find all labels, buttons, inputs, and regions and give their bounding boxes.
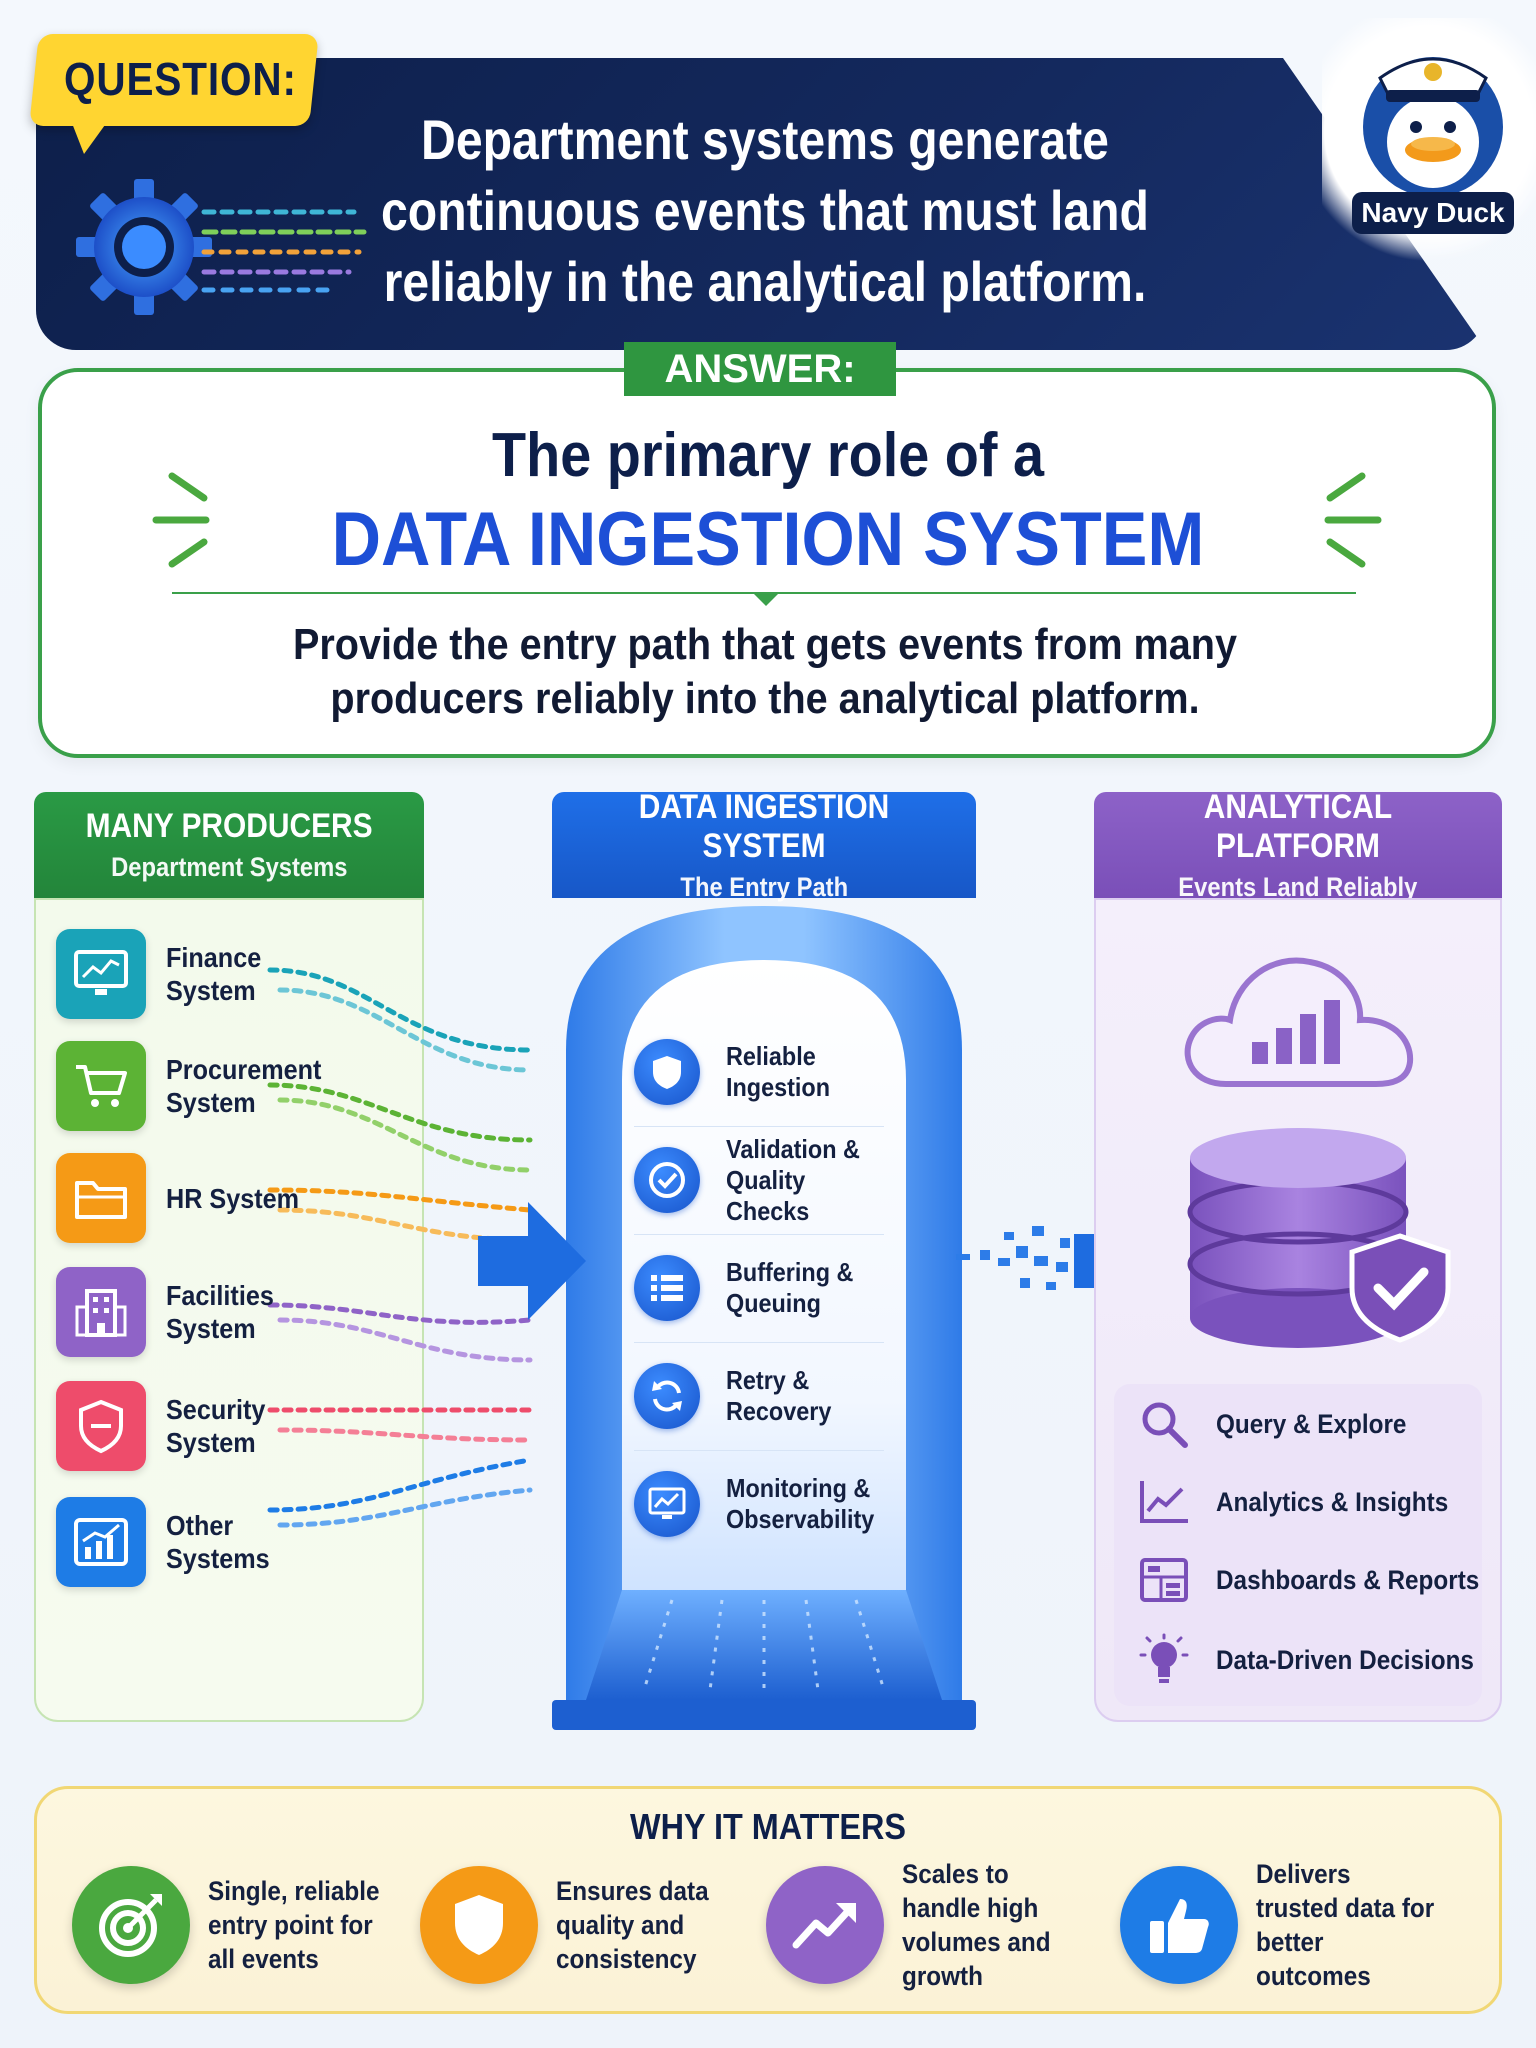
why-item: Ensures data quality and consistency bbox=[420, 1862, 770, 1988]
ingestion-feature-label: Reliable Ingestion bbox=[726, 1041, 831, 1102]
why-item-label: Ensures data quality and consistency bbox=[556, 1876, 709, 1974]
lightbulb-icon bbox=[1134, 1630, 1194, 1690]
check-circle-icon bbox=[634, 1147, 700, 1213]
why-item-label: Scales to handle high volumes and growth bbox=[902, 1859, 1051, 1991]
separator bbox=[634, 1342, 884, 1343]
producer-facilities[interactable]: Facilities System bbox=[56, 1266, 416, 1358]
monitor-chart-icon bbox=[634, 1471, 700, 1537]
answer-divider-arrow bbox=[752, 592, 780, 606]
ingestion-feature-label: Buffering & Queuing bbox=[726, 1257, 854, 1318]
ingestion-feature: Retry & Recovery bbox=[634, 1358, 884, 1434]
arrow-right-icon bbox=[478, 1202, 588, 1320]
answer-subject: DATA INGESTION SYSTEM bbox=[331, 497, 1205, 582]
why-item: Scales to handle high volumes and growth bbox=[766, 1859, 1116, 1991]
producer-label: Other Systems bbox=[166, 1510, 270, 1574]
monitor-chart-icon bbox=[56, 929, 146, 1019]
dashboard-icon bbox=[1134, 1550, 1194, 1610]
analytics-item: Dashboards & Reports bbox=[1134, 1548, 1479, 1612]
mascot-name: Navy Duck bbox=[1352, 192, 1514, 234]
analytics-item-label: Analytics & Insights bbox=[1216, 1486, 1449, 1517]
producers-header: MANY PRODUCERS Department Systems bbox=[34, 792, 424, 898]
ingestion-feature: Reliable Ingestion bbox=[634, 1034, 884, 1110]
sparkle-right-icon bbox=[1320, 466, 1384, 574]
event-flow-lines bbox=[260, 940, 540, 1600]
analytics-item: Data-Driven Decisions bbox=[1134, 1628, 1474, 1692]
producer-other[interactable]: Other Systems bbox=[56, 1496, 416, 1588]
thumbs-up-icon bbox=[1120, 1866, 1238, 1984]
question-label: QUESTION: bbox=[64, 53, 297, 105]
folder-icon bbox=[56, 1153, 146, 1243]
answer-tag: ANSWER: bbox=[624, 342, 896, 396]
separator bbox=[634, 1450, 884, 1451]
refresh-icon bbox=[634, 1363, 700, 1429]
analytics-header: ANALYTICAL PLATFORM Events Land Reliably bbox=[1094, 788, 1502, 902]
answer-description: Provide the entry path that gets events … bbox=[292, 620, 1238, 723]
answer-box bbox=[38, 368, 1496, 758]
why-item: Delivers trusted data for better outcome… bbox=[1120, 1859, 1470, 1991]
analytics-item: Analytics & Insights bbox=[1134, 1470, 1474, 1534]
why-title: WHY IT MATTERS bbox=[630, 1806, 906, 1847]
question-tag-tail bbox=[70, 118, 110, 154]
why-item: Single, reliable entry point for all eve… bbox=[72, 1862, 422, 1988]
why-item-label: Single, reliable entry point for all eve… bbox=[208, 1876, 380, 1974]
shield-icon bbox=[634, 1039, 700, 1105]
target-icon bbox=[72, 1866, 190, 1984]
separator bbox=[634, 1126, 884, 1127]
producer-label: Facilities System bbox=[166, 1280, 274, 1344]
trend-chart-icon bbox=[1134, 1472, 1194, 1532]
shield-icon bbox=[56, 1381, 146, 1471]
why-it-matters-panel bbox=[34, 1786, 1502, 2014]
producer-label: HR System bbox=[166, 1182, 300, 1214]
question-text: Department systems generate continuous e… bbox=[381, 108, 1149, 313]
analytics-title: ANALYTICAL PLATFORM bbox=[1203, 787, 1393, 865]
search-icon bbox=[1134, 1394, 1194, 1454]
separator bbox=[634, 1234, 884, 1235]
shield-icon bbox=[420, 1866, 538, 1984]
cloud-chart-icon bbox=[1176, 934, 1420, 1094]
list-icon bbox=[634, 1255, 700, 1321]
gear-icon bbox=[74, 172, 374, 322]
why-item-label: Delivers trusted data for better outcome… bbox=[1256, 1859, 1435, 1991]
trend-up-icon bbox=[766, 1866, 884, 1984]
analytics-item: Query & Explore bbox=[1134, 1392, 1474, 1456]
answer-heading: The primary role of a bbox=[492, 421, 1044, 490]
producers-subtitle: Department Systems bbox=[110, 852, 348, 882]
ingestion-feature: Monitoring & Observability bbox=[634, 1466, 884, 1542]
analytics-subtitle: Events Land Reliably bbox=[1178, 871, 1418, 902]
duck-mascot-icon bbox=[1350, 32, 1516, 202]
producer-label: Finance System bbox=[166, 942, 262, 1006]
producer-security[interactable]: Security System bbox=[56, 1380, 416, 1472]
producer-hr[interactable]: HR System bbox=[56, 1152, 416, 1244]
analytics-item-label: Dashboards & Reports bbox=[1216, 1564, 1480, 1595]
ingestion-title: DATA INGESTION SYSTEM bbox=[638, 787, 890, 865]
ingestion-subtitle: The Entry Path bbox=[680, 871, 848, 902]
producer-finance[interactable]: Finance System bbox=[56, 928, 416, 1020]
producers-title: MANY PRODUCERS bbox=[85, 807, 373, 845]
producer-label: Security System bbox=[166, 1394, 266, 1458]
database-icon bbox=[1186, 1118, 1456, 1356]
ingestion-feature: Buffering & Queuing bbox=[634, 1250, 884, 1326]
analytics-item-label: Query & Explore bbox=[1216, 1408, 1407, 1439]
ingestion-feature-label: Monitoring & Observability bbox=[726, 1473, 875, 1534]
ingestion-header: DATA INGESTION SYSTEM The Entry Path bbox=[552, 788, 976, 902]
building-icon bbox=[56, 1267, 146, 1357]
chart-icon bbox=[56, 1497, 146, 1587]
cart-icon bbox=[56, 1041, 146, 1131]
producer-label: Procurement System bbox=[166, 1054, 322, 1118]
sparkle-left-icon bbox=[150, 466, 214, 574]
ingestion-feature: Validation & Quality Checks bbox=[634, 1134, 884, 1226]
producer-procurement[interactable]: Procurement System bbox=[56, 1040, 416, 1132]
analytics-item-label: Data-Driven Decisions bbox=[1216, 1644, 1474, 1675]
ingestion-feature-label: Retry & Recovery bbox=[726, 1365, 832, 1426]
ingestion-feature-label: Validation & Quality Checks bbox=[726, 1133, 860, 1226]
